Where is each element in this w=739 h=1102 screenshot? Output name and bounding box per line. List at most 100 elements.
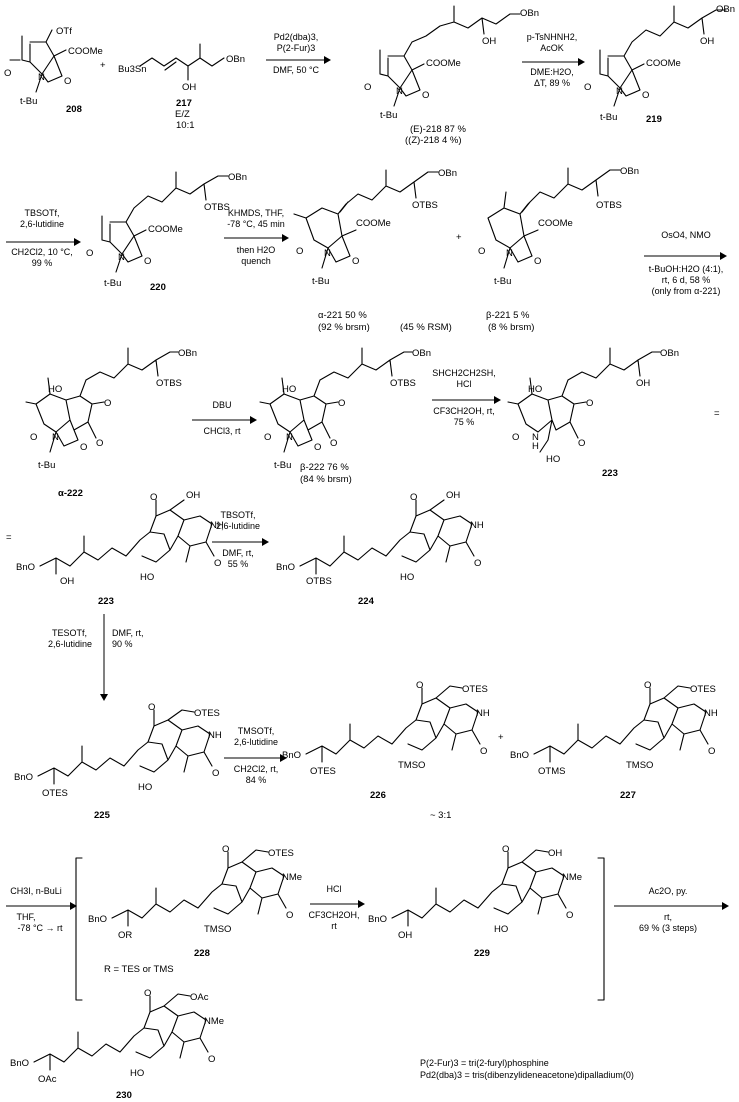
- conditions-s7-line1: SHCH2CH2SH,: [432, 368, 496, 378]
- oh-hydroxymethyl-224: OH: [446, 490, 460, 501]
- o-ring-219: O: [642, 90, 649, 101]
- o-221a: O: [296, 246, 303, 257]
- o-222b: O: [264, 432, 271, 443]
- oac-230: OAc: [38, 1074, 57, 1085]
- otbs-224: OTBS: [306, 576, 332, 587]
- o-ring-221a: O: [352, 256, 359, 267]
- structure-218: O N COOMe O OBn OH t-Bu: [364, 5, 539, 121]
- ratio-217-value: 10:1: [176, 120, 195, 131]
- bno-227: BnO: [510, 750, 529, 761]
- otbs-222b: OTBS: [390, 378, 416, 389]
- o-ring-218: O: [422, 90, 429, 101]
- obn-222b: OBn: [412, 348, 431, 359]
- oh-223a: OH: [636, 378, 650, 389]
- o-220: O: [86, 248, 93, 259]
- ho-222a: HO: [48, 384, 62, 395]
- tmso-228: TMSO: [204, 924, 231, 935]
- tmso-226: TMSO: [398, 760, 425, 771]
- label-223-b: 223: [98, 596, 114, 607]
- o-ring-220: O: [144, 256, 151, 267]
- o-lactone-223a: O: [586, 398, 593, 409]
- conditions-s4-line1: KHMDS, THF,: [228, 208, 284, 218]
- conditions-s4-line2: -78 °C, 45 min: [227, 219, 285, 229]
- oh-229: OH: [398, 930, 412, 941]
- conditions-s8-line2: 2,6-lutidine: [216, 521, 260, 531]
- n-208: N: [38, 72, 45, 83]
- label-220: 220: [150, 282, 166, 293]
- ho-222b: HO: [282, 384, 296, 395]
- nh-224: NH: [470, 520, 484, 531]
- o-218: O: [364, 82, 371, 93]
- label-222a: α-222: [58, 488, 83, 499]
- label-218-e: (E)-218 87 %: [410, 124, 467, 135]
- oh-hydroxymethyl-223a: HO: [546, 454, 560, 465]
- o-ring-221b: O: [534, 256, 541, 267]
- o-lactone-223b: O: [150, 492, 157, 503]
- bno-226: BnO: [282, 750, 301, 761]
- label-227: 227: [620, 790, 636, 801]
- conditions-s8-line1: TBSOTf,: [220, 510, 255, 520]
- o-carbonyl-228: O: [286, 910, 293, 921]
- conditions-s6-line1: DBU: [212, 400, 231, 410]
- o-ring-222b: O: [314, 442, 321, 453]
- conditions-s11-line3: -78 °C → rt: [17, 923, 63, 933]
- equals-1: =: [714, 408, 720, 419]
- reaction-arrow-10: [224, 754, 287, 762]
- otbs-222a: OTBS: [156, 378, 182, 389]
- conditions-s12-line2: CF3CH2OH,: [308, 910, 359, 920]
- tbu-208: t-Bu: [20, 96, 37, 107]
- label-221a: α-221 50 %: [318, 310, 367, 321]
- o-208: O: [4, 68, 11, 79]
- conditions-s3-line3: CH2Cl2, 10 °C,: [11, 247, 73, 257]
- n-222b: N: [286, 432, 293, 443]
- tbu-222a: t-Bu: [38, 460, 55, 471]
- o-carbonyl-227: O: [708, 746, 715, 757]
- o-lactone-222b: O: [338, 398, 345, 409]
- conditions-s3-line1: TBSOTf,: [24, 208, 59, 218]
- conditions-s3-line2: 2,6-lutidine: [20, 219, 64, 229]
- reaction-arrow-2: [522, 58, 585, 66]
- tbu-221a: t-Bu: [312, 276, 329, 287]
- conditions-s10-line4: 84 %: [246, 775, 267, 785]
- structure-217: Bu3Sn OBn OH: [118, 43, 245, 93]
- oac-hydroxymethyl-230: OAc: [190, 992, 209, 1003]
- coome-208: COOMe: [68, 46, 103, 57]
- oh-218: OH: [482, 36, 496, 47]
- o-lactone-228: O: [222, 844, 229, 855]
- conditions-s10-line3: CH2Cl2, rt,: [234, 764, 279, 774]
- tbu-221b: t-Bu: [494, 276, 511, 287]
- label-221b: β-221 5 %: [486, 310, 530, 321]
- bno-223b: BnO: [16, 562, 35, 573]
- obn-217: OBn: [226, 54, 245, 65]
- bno-230: BnO: [10, 1058, 29, 1069]
- o-carbonyl-222b: O: [330, 438, 337, 449]
- h-223a: H: [532, 441, 539, 452]
- nh-227: NH: [704, 708, 718, 719]
- label-222b-brsm: (84 % brsm): [300, 474, 352, 485]
- conditions-s13-line3: 69 % (3 steps): [639, 923, 697, 933]
- ho-225: HO: [138, 782, 152, 793]
- oh-223b: OH: [60, 576, 74, 587]
- obn-221b: OBn: [620, 166, 639, 177]
- coome-221b: COOMe: [538, 218, 573, 229]
- tbu-219: t-Bu: [600, 112, 617, 123]
- structure-beta-222: O N HO O O O OBn OTBS t-Bu: [259, 347, 431, 471]
- oh-hydroxymethyl-223b: OH: [186, 490, 200, 501]
- reaction-arrow-11: [6, 902, 77, 910]
- equals-2: =: [6, 532, 12, 543]
- conditions-s1-line1: Pd2(dba)3,: [274, 32, 319, 42]
- otbs-220: OTBS: [204, 202, 230, 213]
- otbs-221a: OTBS: [412, 200, 438, 211]
- reaction-arrow-7: [432, 396, 501, 404]
- tbu-222b: t-Bu: [274, 460, 291, 471]
- o-223a: O: [512, 432, 519, 443]
- o-lactone-227: O: [644, 680, 651, 691]
- otms-227: OTMS: [538, 766, 565, 777]
- o-carbonyl-229: O: [566, 910, 573, 921]
- label-219: 219: [646, 114, 662, 125]
- o-carbonyl-226: O: [480, 746, 487, 757]
- label-228: 228: [194, 948, 210, 959]
- label-223-a: 223: [602, 468, 618, 479]
- label-226: 226: [370, 790, 386, 801]
- ratio-226-227: ~ 3:1: [430, 810, 451, 821]
